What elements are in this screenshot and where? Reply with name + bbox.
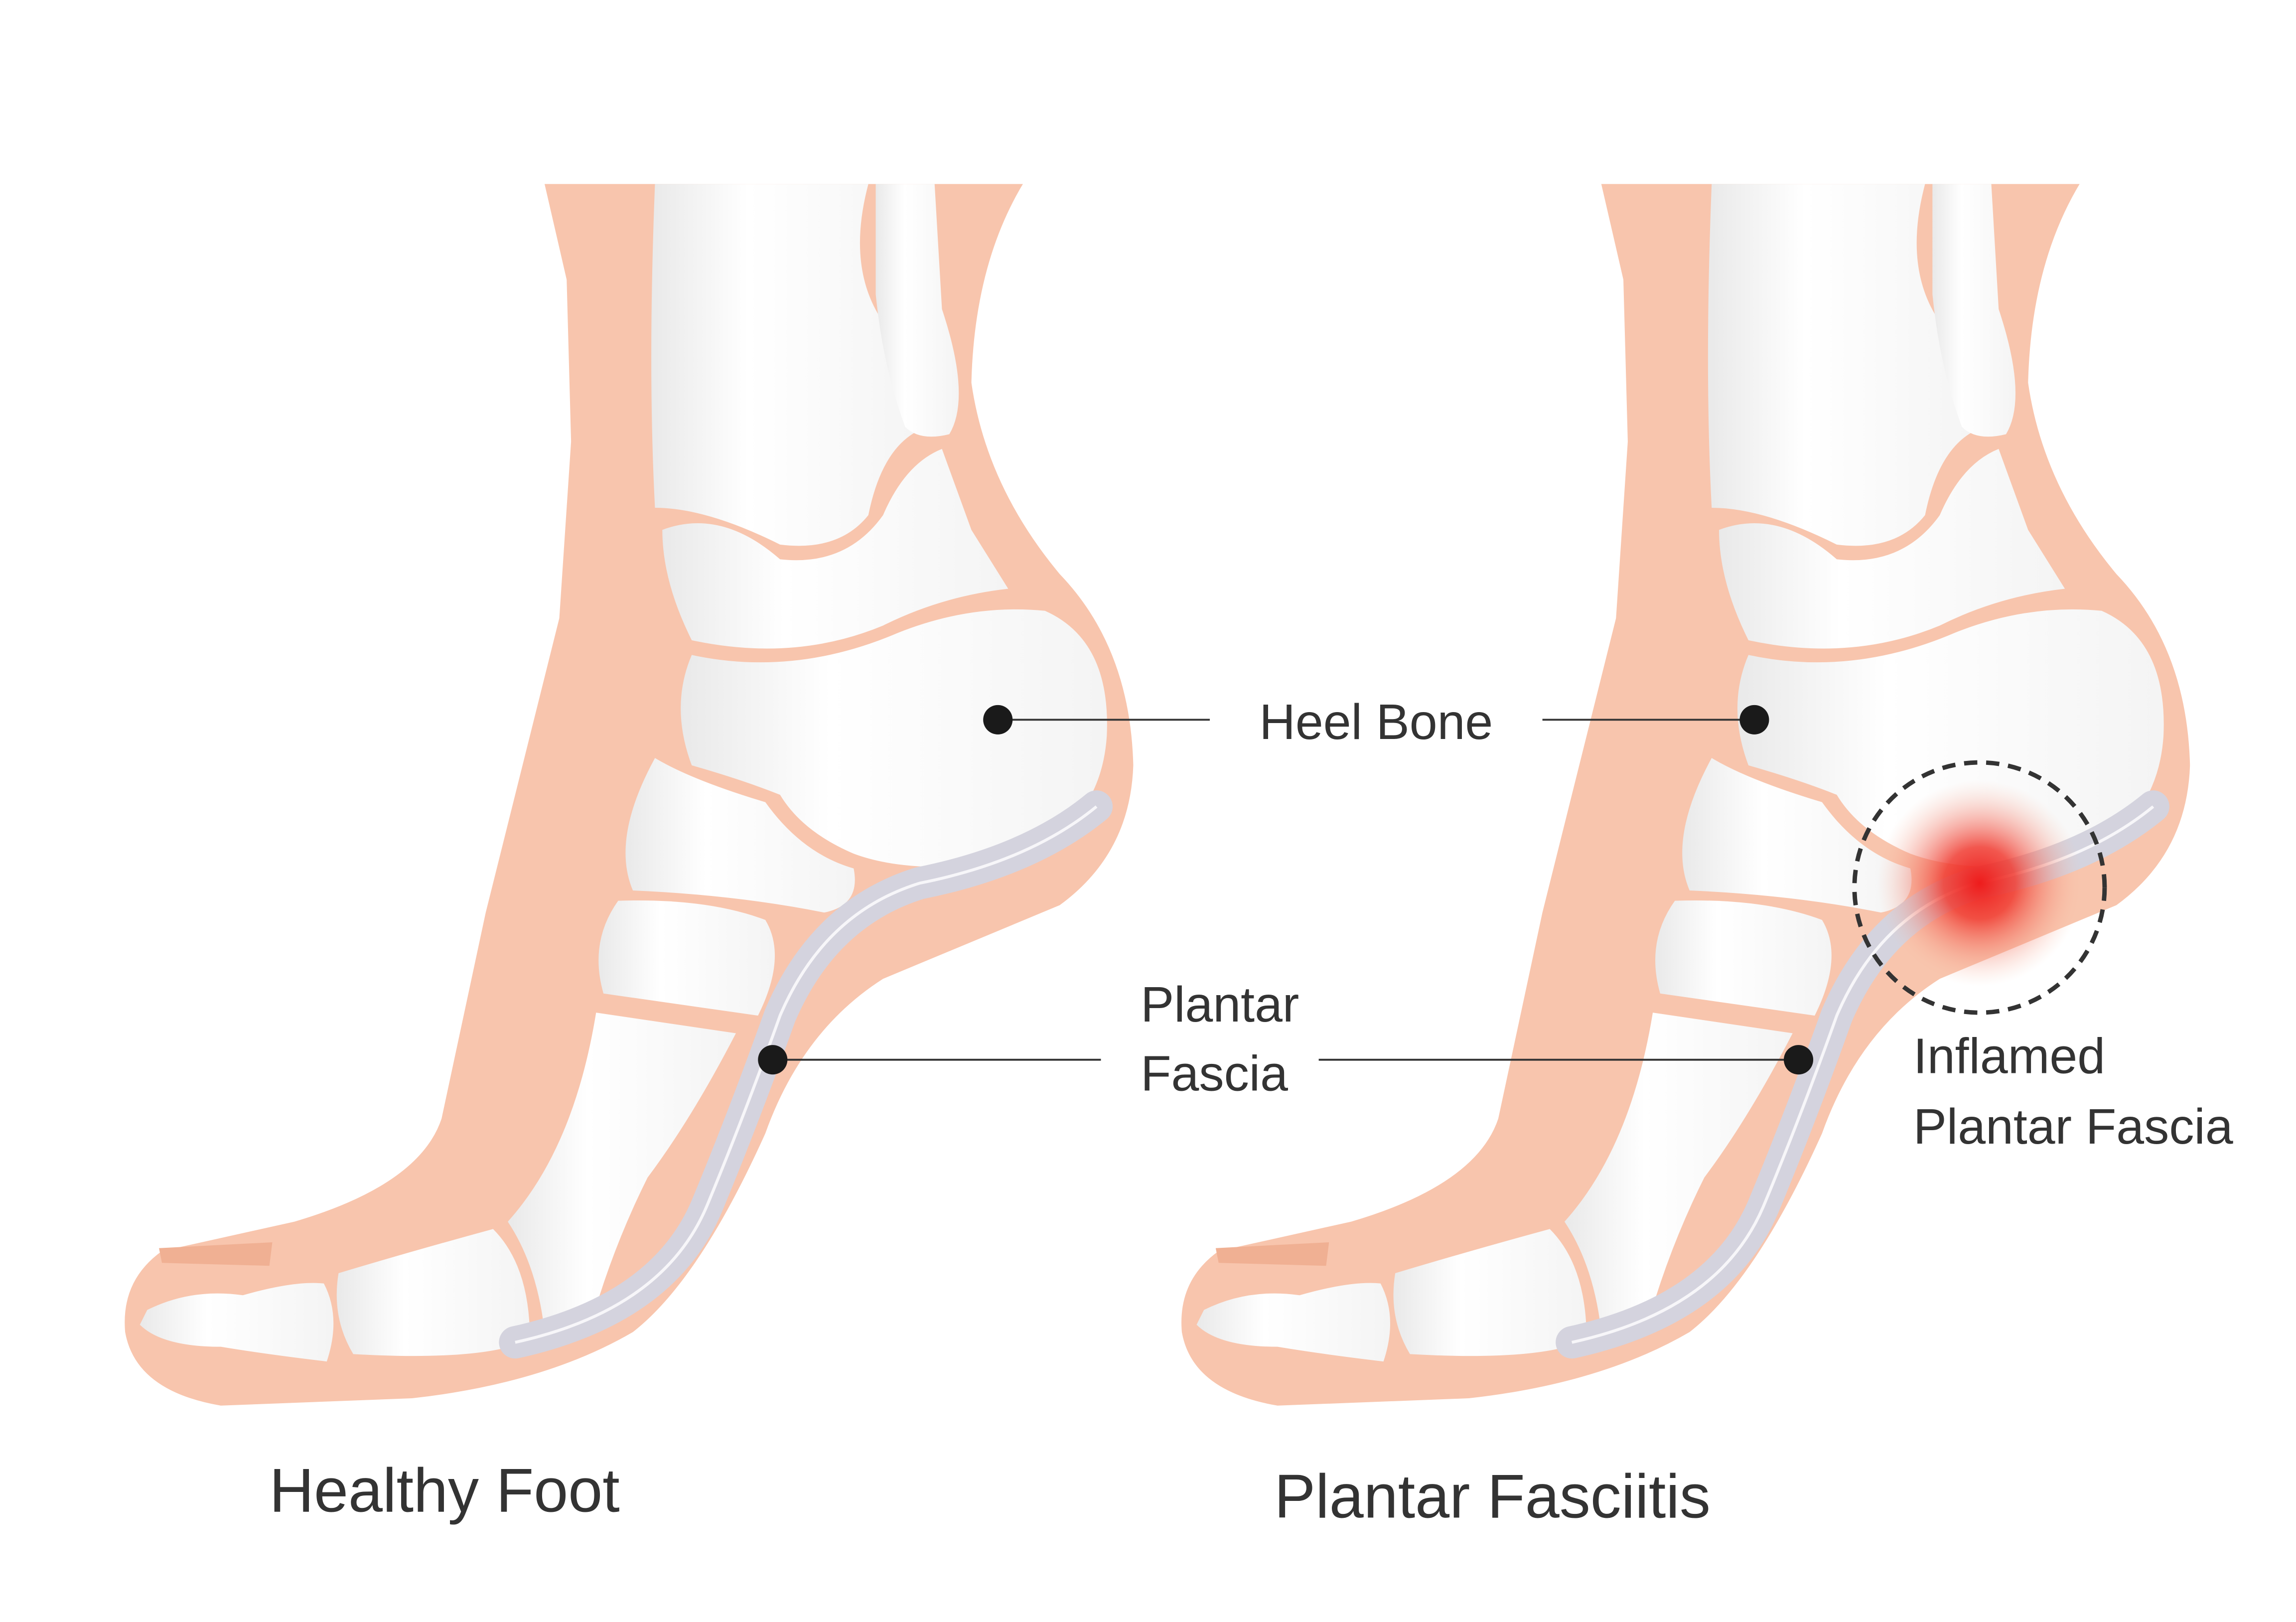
caption-healthy-foot: Healthy Foot <box>269 1456 619 1525</box>
plantar-fascia-label-line1: Plantar <box>1141 977 1299 1032</box>
healthy-foot-illustration <box>125 184 1133 1406</box>
heel-bone-label: Heel Bone <box>1259 694 1493 750</box>
inflammation-dashed-circle <box>1852 760 2107 1015</box>
marker-dot <box>758 1045 788 1075</box>
plantar-fascia-markers <box>758 1045 1814 1075</box>
heel-bone-markers <box>983 705 1769 735</box>
caption-plantar-fasciitis: Plantar Fasciitis <box>1274 1462 1710 1531</box>
marker-dot <box>983 705 1013 735</box>
inflamed-label-line2: Plantar Fascia <box>1913 1099 2233 1155</box>
fasciitis-foot-illustration <box>1181 184 2190 1406</box>
marker-dot <box>1739 705 1769 735</box>
plantar-fascia-label-line2: Fascia <box>1141 1046 1288 1102</box>
inflammation-glow <box>1876 780 2083 986</box>
marker-dot <box>1784 1045 1814 1075</box>
inflamed-label-line1: Inflamed <box>1913 1028 2105 1084</box>
